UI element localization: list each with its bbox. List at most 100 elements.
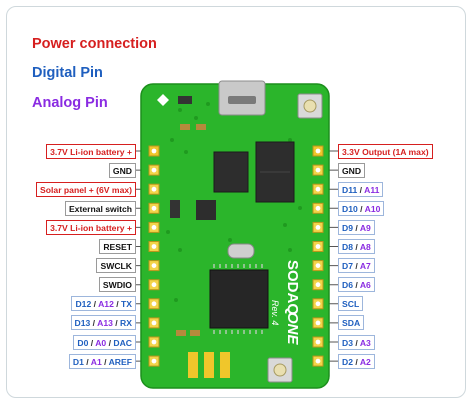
pin-hole — [151, 148, 157, 154]
analog-pin-name: A11 — [364, 184, 380, 195]
analog-pin-name: A8 — [359, 242, 371, 252]
digital-pin-name: D8 — [342, 242, 353, 252]
legend-analog-pin: Analog Pin — [32, 95, 108, 111]
digital-pin-name: D10 — [342, 203, 358, 214]
pin-hole — [315, 205, 321, 211]
solder-pad — [204, 352, 214, 378]
left-pin-label: D0 / A0 / DAC — [73, 334, 136, 350]
left-pin-label: SWDIO — [98, 277, 136, 293]
digital-pin-name: D13 — [74, 318, 91, 329]
right-pin-label: D2 / A2 — [338, 353, 375, 369]
analog-pin-name: A2 — [359, 356, 371, 367]
solder-pad — [188, 352, 198, 378]
special-pin-name: TX — [121, 299, 132, 310]
digital-pin-name: D12 — [75, 299, 92, 310]
pin-holes — [148, 145, 324, 367]
pin-hole — [151, 244, 157, 249]
analog-pin-name: A6 — [359, 280, 371, 291]
digital-pin-name: D11 — [342, 184, 358, 195]
pin-hole — [151, 205, 157, 211]
analog-pin-name: A0 — [95, 337, 107, 348]
small-ic — [196, 200, 216, 220]
right-pin-label: SDA — [338, 315, 365, 331]
pin-separator: / — [353, 356, 360, 367]
right-pin-label: D3 / A3 — [338, 334, 375, 350]
pin-hole — [315, 358, 321, 364]
right-pin-label: D11 / A11 — [338, 181, 384, 197]
pin-separator: / — [353, 261, 360, 272]
pin-hole — [315, 225, 321, 230]
crystal — [227, 243, 255, 259]
pin-separator: / — [88, 337, 96, 348]
pin-separator: / — [91, 299, 99, 310]
mcu-chip — [209, 269, 269, 329]
digital-pin-name: D9 — [342, 222, 353, 233]
special-pin-name: DAC — [113, 337, 132, 348]
pin-hole — [151, 301, 157, 307]
analog-pin-name: A12 — [98, 299, 114, 310]
analog-pin-name: A1 — [90, 356, 102, 367]
digital-pin-name: D1 — [72, 356, 84, 367]
right-pin-label: D7 / A7 — [338, 258, 375, 274]
right-pin-label: D8 / A8 — [338, 239, 375, 254]
pin-hole — [315, 339, 321, 345]
pin-separator: / — [353, 337, 360, 348]
pin-hole — [151, 282, 157, 288]
left-pin-label: 3.7V Li-ion battery + — [46, 219, 136, 235]
pin-separator: / — [113, 299, 122, 310]
pin-separator: / — [112, 318, 121, 329]
special-pin-name: RX — [120, 318, 132, 329]
pin-hole — [315, 244, 321, 249]
board-model: ONE — [284, 312, 301, 346]
pin-hole — [315, 320, 321, 326]
solder-pad — [220, 352, 230, 378]
left-pin-label: SWCLK — [96, 258, 136, 274]
left-pin-label: 3.7V Li-ion battery + — [46, 143, 136, 159]
pin-hole — [151, 339, 157, 345]
pin-hole — [315, 186, 321, 192]
pin-hole — [315, 148, 321, 154]
left-pin-label: GND — [108, 162, 136, 178]
right-pin-label: D9 / A9 — [338, 219, 375, 235]
right-pin-label: SCL — [338, 296, 364, 312]
pin-separator: / — [353, 242, 360, 252]
analog-pin-name: A3 — [359, 337, 371, 348]
pin-hole — [151, 320, 157, 326]
pin-separator: / — [353, 280, 360, 291]
right-pin-label: D6 / A6 — [338, 277, 375, 293]
left-pin-label: External switch — [64, 200, 136, 216]
left-pin-label: RESET — [99, 239, 136, 254]
digital-pin-name: D7 — [342, 261, 353, 272]
board-rev: Rev. 4 — [270, 300, 280, 325]
analog-pin-name: A13 — [97, 318, 113, 329]
pin-hole — [151, 167, 157, 173]
pcb-board: SODAQ ONE Rev. 4 — [140, 80, 330, 389]
legend-power-connection: Power connection — [32, 36, 157, 52]
special-pin-name: AREF — [108, 356, 132, 367]
digital-pin-name: D3 — [342, 337, 353, 348]
analog-pin-name: A7 — [359, 261, 371, 272]
right-pin-label: D10 / A10 — [338, 200, 385, 216]
pin-separator: / — [353, 222, 360, 233]
legend-digital-pin: Digital Pin — [32, 65, 103, 81]
pin-separator: / — [106, 337, 114, 348]
pin-separator: / — [357, 203, 365, 214]
left-pin-label: D1 / A1 / AREF — [68, 353, 136, 369]
pin-hole — [151, 358, 157, 364]
board-name: SODAQ — [284, 260, 301, 315]
pin-hole — [151, 263, 157, 268]
left-pin-label: D13 / A13 / RX — [70, 315, 136, 331]
right-pin-label: 3.3V Output (1A max) — [338, 143, 433, 159]
pin-separator: / — [357, 184, 365, 195]
pin-hole — [151, 186, 157, 192]
pin-hole — [151, 225, 157, 230]
pin-hole — [315, 301, 321, 307]
left-pin-label: Solar panel + (6V max) — [36, 181, 136, 197]
digital-pin-name: D2 — [342, 356, 353, 367]
digital-pin-name: D0 — [77, 337, 89, 348]
pin-separator: / — [101, 356, 109, 367]
analog-pin-name: A9 — [359, 222, 371, 233]
pin-separator: / — [83, 356, 91, 367]
analog-pin-name: A10 — [364, 203, 381, 214]
